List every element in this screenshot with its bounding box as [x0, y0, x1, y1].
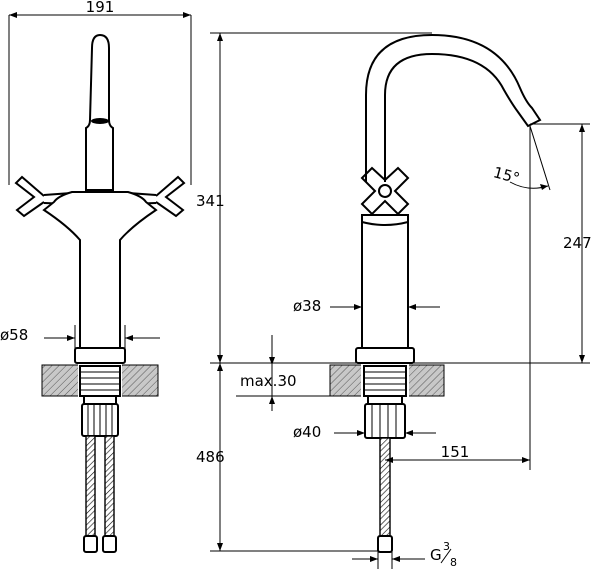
dim-486-label: 486 [196, 448, 225, 466]
dim-thread: G 3 8 [352, 540, 457, 569]
dim-ø38-label: ø38 [293, 297, 321, 315]
dim-angle: 15° [491, 125, 551, 191]
body-side-shoulder [361, 221, 409, 226]
spout-side [365, 33, 542, 182]
dim-341-486: 341 486 [196, 32, 432, 552]
base-flange-front [74, 347, 126, 364]
hose-side [379, 437, 391, 537]
dim-341-label: 341 [196, 192, 225, 210]
hose-left-front [85, 435, 96, 537]
dim-ø58-label: ø58 [0, 326, 28, 344]
base-flange-side [355, 347, 415, 364]
spout-front [85, 33, 114, 191]
dim-ø40: ø40 [293, 423, 436, 441]
dim-max30: max.30 [236, 335, 330, 411]
hose-nut-side [377, 535, 393, 553]
fixing-side [363, 365, 407, 439]
dim-thread-den: 8 [450, 556, 457, 569]
body-side [361, 214, 409, 351]
dim-thread-num: 3 [443, 540, 450, 553]
aerator-front [91, 118, 109, 124]
dim-151-label: 151 [441, 443, 470, 461]
dim-191-label: 191 [86, 0, 115, 16]
dim-ø40-label: ø40 [293, 423, 321, 441]
dim-ø38: ø38 [293, 297, 440, 315]
handle-side [360, 166, 410, 216]
dim-ø58: ø58 [0, 325, 160, 363]
dim-191: 191 [8, 0, 192, 185]
fixing-front [79, 365, 121, 437]
dim-151: 151 [385, 126, 531, 470]
hose-right-front [104, 435, 115, 537]
dim-thread-main: G [430, 546, 442, 564]
dim-247-label: 247 [563, 234, 592, 252]
dim-247: 247 [414, 123, 592, 364]
dim-angle-label: 15° [491, 163, 521, 187]
hose-nuts-front [83, 535, 117, 553]
dim-max30-label: max.30 [240, 372, 297, 390]
front-view: 191 ø58 [0, 0, 192, 553]
body-front [42, 191, 158, 351]
side-view: 341 486 max.30 ø38 ø40 [196, 32, 592, 569]
